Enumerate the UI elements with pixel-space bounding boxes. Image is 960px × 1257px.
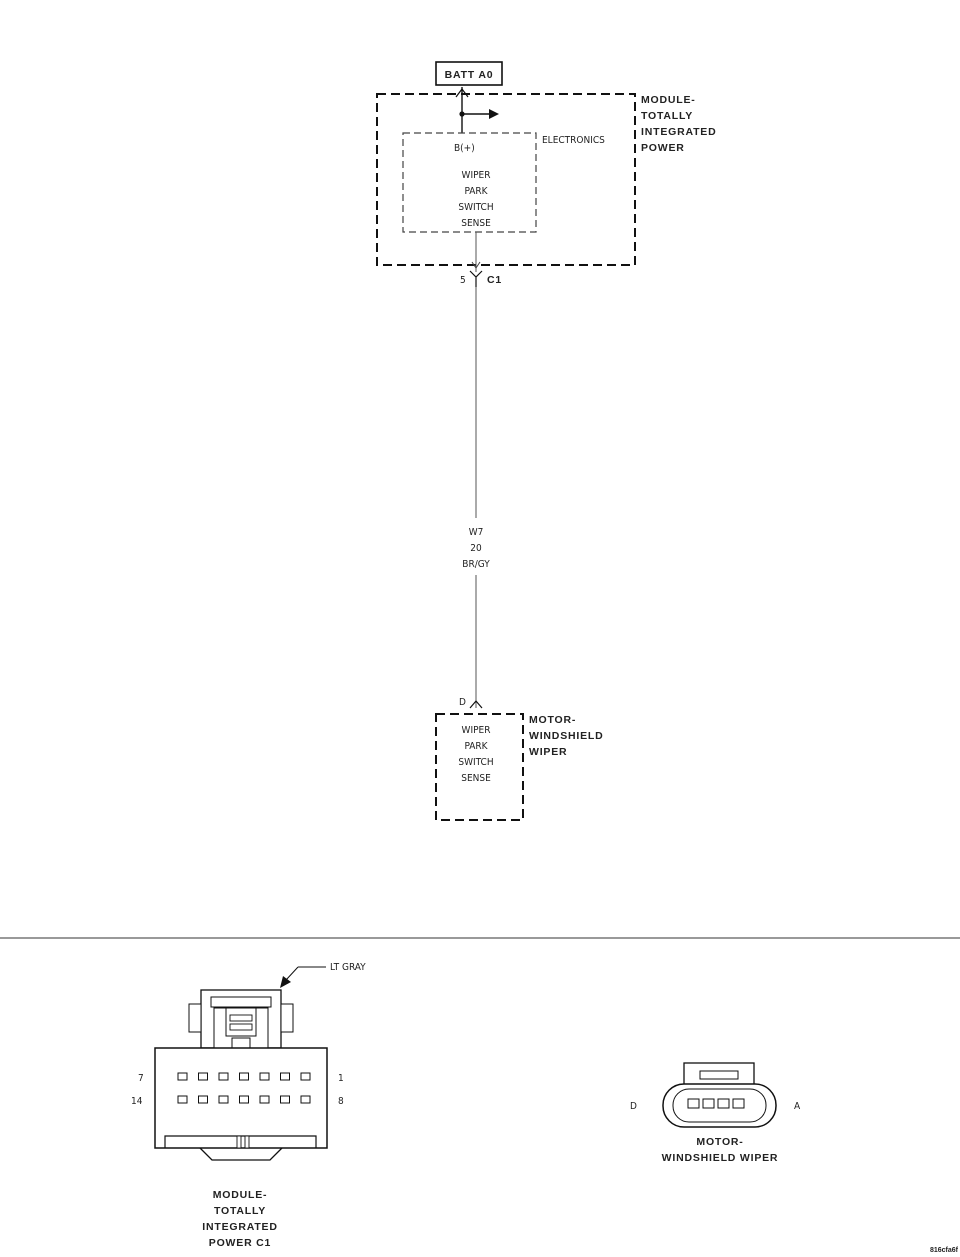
c1-connector-name: C1	[487, 274, 502, 286]
tipm-pin-7: 7	[138, 1073, 144, 1084]
batt-label: BATT A0	[445, 69, 494, 81]
tipm-c1-connector-face: LT GRAY 7 1 14 8	[131, 962, 366, 1161]
motor-outline	[435, 713, 524, 821]
module-function-line-3: SWITCH	[458, 202, 493, 213]
tipm-cavity	[280, 1072, 290, 1081]
module-title-line-1: MODULE-	[641, 94, 696, 106]
tipm-cavity	[280, 1095, 290, 1104]
tipm-caption-line-1: MODULE-	[213, 1189, 268, 1201]
motor-function-line-2: PARK	[464, 741, 488, 752]
module-title-line-4: POWER	[641, 142, 685, 154]
motor-title-line-2: WINDSHIELD	[529, 730, 604, 742]
motor-function-line-3: SWITCH	[458, 757, 493, 768]
tipm-pin-1: 1	[338, 1073, 344, 1084]
tipm-color-callout: LT GRAY	[330, 962, 366, 973]
motor-face-caption-line-1: MOTOR-	[696, 1136, 743, 1148]
batt-box	[435, 61, 503, 86]
tipm-cavity	[239, 1095, 249, 1104]
motor-title-line-3: WIPER	[529, 746, 567, 758]
tipm-cavity	[259, 1072, 270, 1081]
electronics-outline	[402, 132, 537, 233]
motor-face-pin-d: D	[630, 1101, 637, 1112]
tipm-pin-14: 14	[131, 1096, 143, 1107]
module-function-line-4: SENSE	[461, 218, 491, 229]
c1-pin-number: 5	[460, 275, 466, 286]
tipm-cavity	[177, 1095, 188, 1104]
module-pin-label: B(+)	[454, 143, 475, 154]
tipm-caption-line-2: TOTALLY	[214, 1205, 266, 1217]
module-outline	[376, 93, 636, 266]
motor-pin-label: D	[459, 697, 466, 708]
tipm-cavity	[177, 1072, 188, 1081]
wire-circuit: W7	[469, 527, 484, 538]
electronics-label: ELECTRONICS	[542, 135, 605, 146]
tipm-cavity-row-1	[177, 1072, 311, 1081]
motor-title-line-1: MOTOR-	[529, 714, 576, 726]
tipm-cavity	[198, 1095, 208, 1104]
wiper-motor-connector-face: D A	[630, 1062, 801, 1128]
motor-function-line-4: SENSE	[461, 773, 491, 784]
module-function-line-1: WIPER	[462, 170, 491, 181]
tipm-cavity	[218, 1072, 229, 1081]
tipm-cavity	[218, 1095, 229, 1104]
tipm-cavity	[300, 1095, 311, 1104]
wire-gauge: 20	[470, 543, 482, 554]
tipm-cavity	[300, 1072, 311, 1081]
wire-color: BR/GY	[462, 559, 490, 570]
module-function-line-2: PARK	[464, 186, 488, 197]
tipm-cavity-row-2	[177, 1095, 311, 1104]
tipm-cavity	[198, 1072, 208, 1081]
motor-face-caption-line-2: WINDSHIELD WIPER	[662, 1152, 779, 1164]
motor-face-pin-a: A	[794, 1101, 801, 1112]
c1-connector-symbol	[469, 270, 483, 287]
tipm-caption-line-3: INTEGRATED	[202, 1221, 277, 1233]
figure-id: 816cfa6f	[930, 1247, 959, 1254]
tipm-cavity	[259, 1095, 270, 1104]
module-title-line-2: TOTALLY	[641, 110, 693, 122]
tipm-cavity	[239, 1072, 249, 1081]
tipm-caption-line-4: POWER C1	[209, 1237, 271, 1249]
module-title-line-3: INTEGRATED	[641, 126, 716, 138]
motor-connector-symbol	[469, 700, 483, 709]
module-internal-arrow	[471, 261, 481, 269]
tipm-pin-8: 8	[338, 1096, 344, 1107]
motor-function-line-1: WIPER	[462, 725, 491, 736]
splice-arrow-head	[489, 109, 499, 119]
